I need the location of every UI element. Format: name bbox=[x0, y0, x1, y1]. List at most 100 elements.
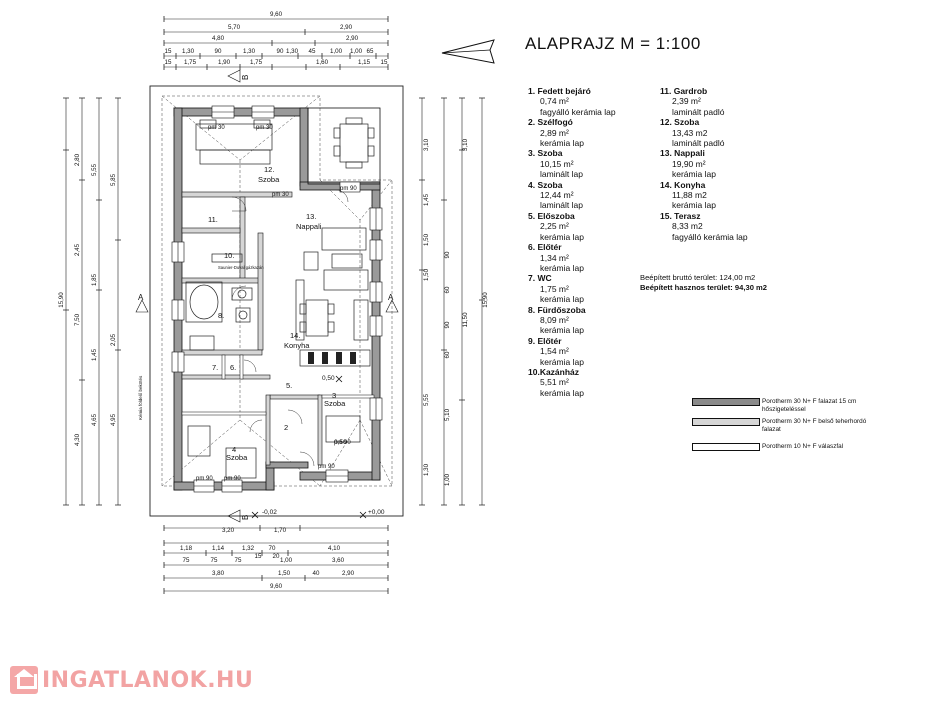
side-note: Kémia földelő bekötés bbox=[138, 375, 143, 420]
svg-text:1,50: 1,50 bbox=[278, 570, 291, 577]
room-label-10: 10. bbox=[224, 251, 234, 260]
svg-text:15,90: 15,90 bbox=[482, 292, 489, 308]
svg-text:1,15: 1,15 bbox=[358, 59, 371, 66]
right-dimension-labels: 3,10 3,10 1,45 1,50 1,50 90 60 90 60 11,… bbox=[423, 138, 489, 486]
svg-text:pm 30: pm 30 bbox=[208, 125, 225, 131]
svg-text:A: A bbox=[388, 293, 394, 302]
door-swings bbox=[231, 189, 349, 467]
svg-text:3,10: 3,10 bbox=[462, 138, 469, 151]
svg-text:B: B bbox=[241, 515, 250, 520]
net-area: Beépített hasznos terület: 94,30 m2 bbox=[640, 282, 768, 292]
svg-text:45: 45 bbox=[309, 48, 316, 55]
dimension-ticks bbox=[63, 16, 485, 594]
svg-text:15: 15 bbox=[381, 59, 388, 66]
svg-text:40: 40 bbox=[313, 570, 320, 577]
area-totals: Beépített bruttó terület: 124,00 m2 Beép… bbox=[640, 273, 767, 292]
svg-text:2,90: 2,90 bbox=[346, 35, 359, 42]
svg-text:1,85: 1,85 bbox=[91, 273, 98, 286]
svg-text:1,70: 1,70 bbox=[274, 527, 287, 534]
svg-text:5,55: 5,55 bbox=[91, 163, 98, 176]
top-dimension-lines bbox=[65, 18, 483, 592]
room-label-3: 3 bbox=[332, 391, 336, 400]
room-label-11: 11. bbox=[208, 215, 218, 224]
section-marks: A A B B bbox=[135, 69, 399, 523]
svg-text:1,30: 1,30 bbox=[182, 48, 195, 55]
svg-text:2,05: 2,05 bbox=[110, 333, 117, 346]
svg-text:1,30: 1,30 bbox=[243, 48, 256, 55]
svg-text:15: 15 bbox=[255, 553, 262, 560]
svg-text:1,50: 1,50 bbox=[423, 268, 430, 281]
svg-text:1,30: 1,30 bbox=[423, 463, 430, 476]
svg-text:1,32: 1,32 bbox=[242, 545, 255, 552]
svg-text:5,10: 5,10 bbox=[444, 408, 451, 421]
room-name-3: Szoba bbox=[324, 399, 346, 408]
svg-text:B: B bbox=[241, 75, 250, 80]
svg-text:A: A bbox=[138, 293, 144, 302]
top-dimension-labels: 9,60 5,70 2,90 4,80 2,90 1,30 90 1,30 90… bbox=[165, 11, 388, 66]
svg-text:pm 90: pm 90 bbox=[340, 186, 357, 192]
svg-text:5,70: 5,70 bbox=[228, 24, 241, 31]
svg-text:pm 90: pm 90 bbox=[224, 476, 241, 482]
svg-text:2,80: 2,80 bbox=[74, 153, 81, 166]
drawing-title: ALAPRAJZ M = 1:100 bbox=[525, 34, 701, 53]
svg-text:90: 90 bbox=[444, 321, 451, 328]
svg-text:0,50: 0,50 bbox=[334, 439, 347, 446]
svg-text:1,60: 1,60 bbox=[316, 59, 329, 66]
room-name-12: Szoba bbox=[258, 175, 280, 184]
svg-text:pm 90: pm 90 bbox=[334, 440, 351, 446]
svg-text:9,60: 9,60 bbox=[270, 583, 283, 590]
exterior-walls bbox=[173, 107, 381, 491]
svg-text:65: 65 bbox=[367, 48, 374, 55]
legend-swatch bbox=[692, 443, 760, 451]
svg-text:2,90: 2,90 bbox=[342, 570, 355, 577]
svg-text:1,14: 1,14 bbox=[212, 545, 225, 552]
svg-text:4,80: 4,80 bbox=[212, 35, 225, 42]
interior-walls bbox=[181, 191, 323, 466]
svg-text:4,95: 4,95 bbox=[110, 413, 117, 426]
svg-text:1,75: 1,75 bbox=[184, 59, 197, 66]
room-label-12: 12. bbox=[264, 165, 274, 174]
boiler-label: Saunier-Duval gázkazán bbox=[218, 265, 264, 270]
kitchen-stools bbox=[308, 352, 356, 364]
room-label-6: 6. bbox=[230, 363, 236, 372]
room-label-14: 14. bbox=[290, 331, 300, 340]
svg-text:0,50: 0,50 bbox=[322, 375, 335, 382]
svg-text:2,90: 2,90 bbox=[340, 24, 353, 31]
svg-text:15,90: 15,90 bbox=[58, 292, 65, 308]
room-name-14: Konyha bbox=[284, 341, 310, 350]
gross-area: Beépített bruttó terület: 124,00 m2 bbox=[640, 273, 756, 282]
svg-text:4,65: 4,65 bbox=[91, 413, 98, 426]
svg-text:60: 60 bbox=[444, 286, 451, 293]
room-label-4: 4 bbox=[232, 445, 236, 454]
room-label-2: 2 bbox=[284, 423, 288, 432]
bottom-dimension-labels: 1,18 1,14 1,32 70 4,10 15 20 75 75 75 1,… bbox=[180, 527, 355, 590]
svg-text:3,60: 3,60 bbox=[332, 557, 345, 564]
svg-text:11,50: 11,50 bbox=[462, 312, 469, 328]
svg-text:1,50: 1,50 bbox=[423, 233, 430, 246]
room-labels: 12. Szoba 13. Nappali 11. 10. 8. 14. Kon… bbox=[208, 165, 346, 462]
svg-text:1,00: 1,00 bbox=[350, 48, 363, 55]
svg-text:+0,00: +0,00 bbox=[368, 509, 385, 516]
svg-text:15: 15 bbox=[165, 48, 172, 55]
svg-text:1,00: 1,00 bbox=[330, 48, 343, 55]
svg-text:2,45: 2,45 bbox=[74, 243, 81, 256]
svg-text:90: 90 bbox=[215, 48, 222, 55]
opening-labels: pm 30 pm 30 pm 90 pm 90 pm 90 pm 30 pm 9… bbox=[196, 125, 357, 482]
room-name-4: Szoba bbox=[226, 453, 248, 462]
svg-text:3,80: 3,80 bbox=[212, 570, 225, 577]
svg-text:9,60: 9,60 bbox=[270, 11, 283, 18]
